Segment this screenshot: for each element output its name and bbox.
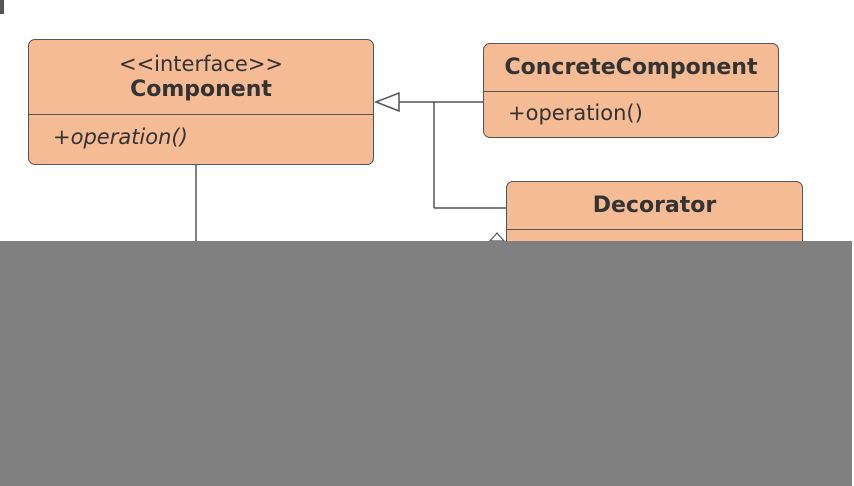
class-concrete-component[interactable]: ConcreteComponent +operation(): [483, 43, 779, 138]
class-component[interactable]: <<interface>> Component +operation(): [28, 39, 374, 165]
class-header: <<interface>> Component: [29, 40, 373, 115]
class-members: +operation(): [484, 92, 778, 125]
realization-arrowhead: [373, 91, 400, 113]
member-operation: +operation(): [508, 101, 643, 125]
class-header: Decorator: [507, 182, 802, 230]
obscured-region: [0, 241, 852, 486]
class-header: ConcreteComponent: [484, 44, 778, 92]
corner-mark: [0, 0, 4, 14]
class-name: Decorator: [592, 193, 717, 218]
stereotype-label: <<interface>>: [118, 52, 284, 76]
class-name: ConcreteComponent: [504, 55, 758, 80]
aggregation-diamond: [488, 232, 506, 242]
class-name: Component: [130, 77, 272, 102]
member-operation: +operation(): [53, 125, 188, 149]
class-members: +operation(): [29, 115, 373, 149]
